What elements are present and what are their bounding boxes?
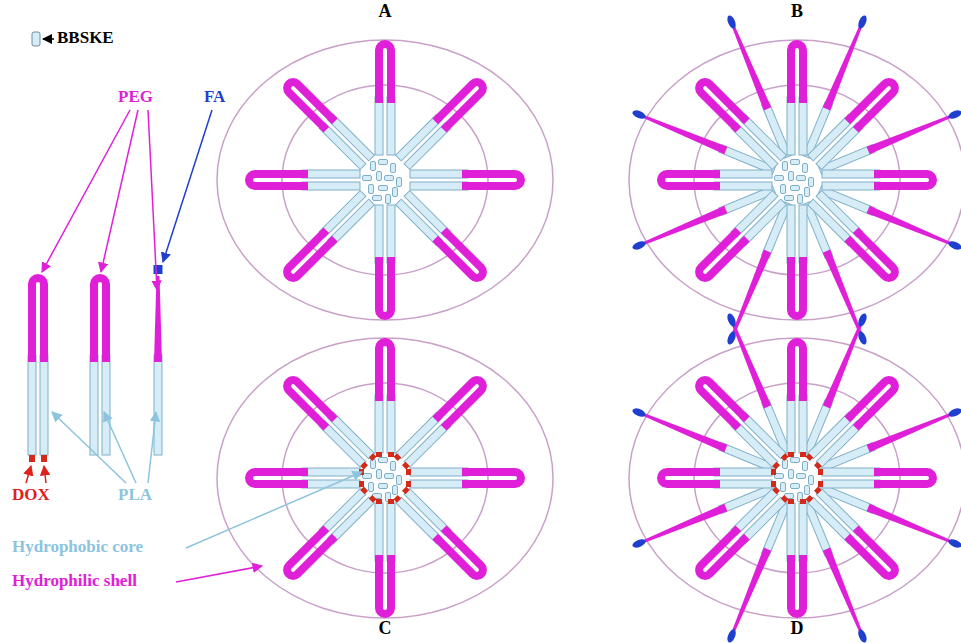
region-label: Hydrophilic shell — [12, 572, 137, 591]
component-label: PLA — [118, 486, 152, 505]
panel-letter: C — [379, 619, 392, 639]
panel-letter: D — [791, 619, 804, 639]
component-label: FA — [204, 88, 225, 107]
component-label: BBSKE — [57, 29, 114, 48]
panel-letter: A — [379, 2, 392, 22]
component-label: DOX — [12, 486, 50, 505]
component-label: PEG — [118, 88, 153, 107]
panel-letter: B — [791, 2, 803, 22]
region-label: Hydrophobic core — [12, 538, 143, 557]
